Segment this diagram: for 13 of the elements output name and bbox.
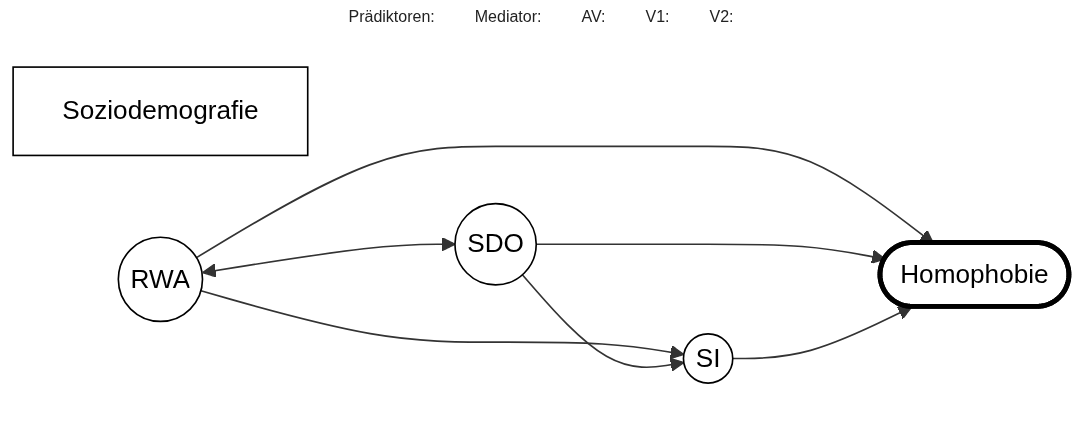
column-heading: Mediator: (474, 8, 542, 26)
node-circle: SDO (454, 202, 538, 286)
node-circle: SI (682, 332, 734, 384)
arrow (200, 289, 685, 360)
arrow (521, 273, 685, 372)
column-heading: Prädiktoren: (348, 8, 435, 26)
arrow (202, 236, 456, 278)
node-circle: RWA (117, 236, 204, 323)
column-heading: V2: (709, 8, 734, 26)
arrow (195, 145, 935, 259)
column-heading: V1: (645, 8, 670, 26)
node-box: Soziodemografie (12, 66, 309, 157)
column-heading: AV: (581, 8, 606, 26)
